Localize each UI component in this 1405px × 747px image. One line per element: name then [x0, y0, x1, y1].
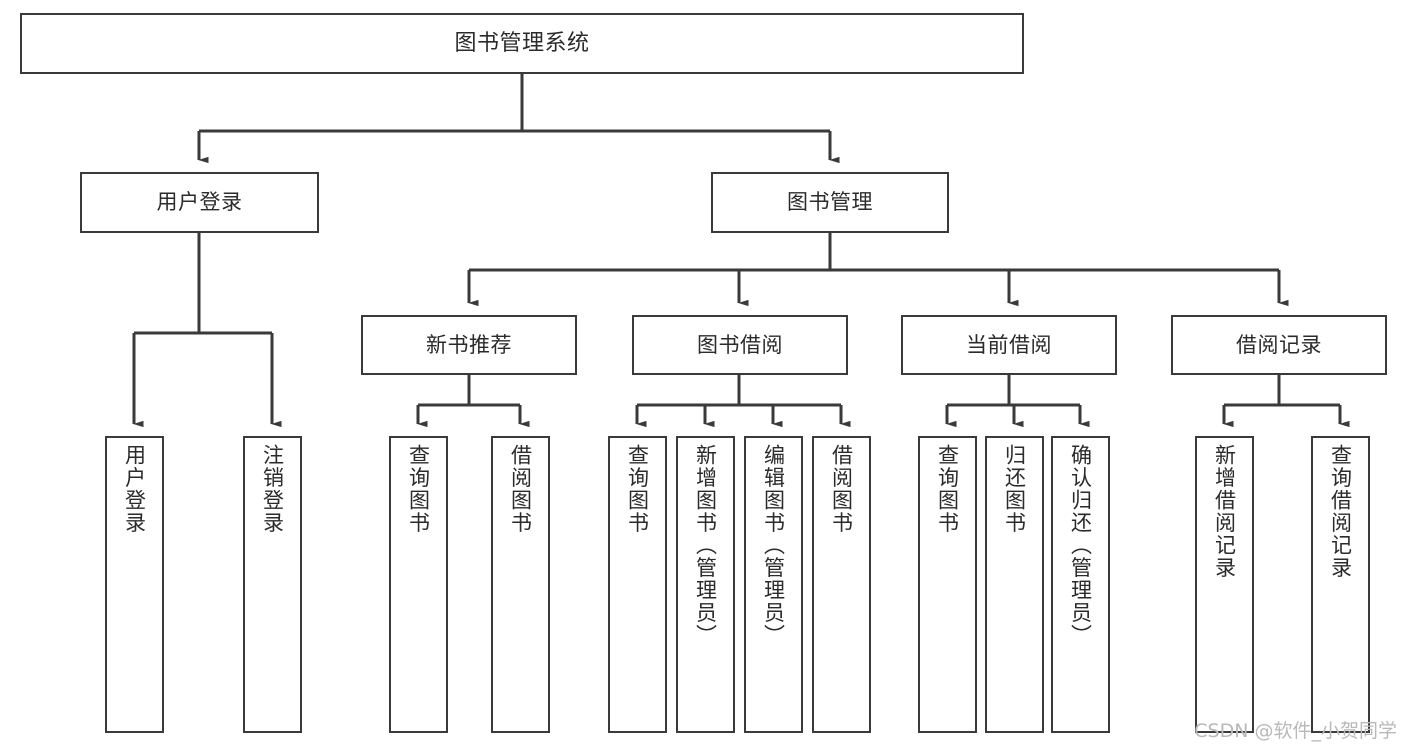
leaf-logout-login[interactable]: 注销登录 — [243, 436, 302, 733]
leaf-borrow-borrow-books[interactable]: 借阅图书 — [812, 436, 871, 733]
node-borrow-record[interactable]: 借阅记录 — [1171, 315, 1387, 375]
node-label: 查询图书 — [625, 444, 650, 534]
node-book-borrow[interactable]: 图书借阅 — [632, 315, 848, 375]
node-label: 图书管理系统 — [454, 30, 590, 56]
node-label: 图书借阅 — [697, 332, 783, 357]
node-label: 编辑图书（管理员） — [761, 444, 786, 647]
node-label: 查询借阅记录 — [1328, 444, 1353, 579]
node-label: 用户登录 — [122, 444, 147, 534]
node-label: 用户登录 — [156, 190, 243, 215]
node-label: 确认归还（管理员） — [1068, 444, 1093, 647]
node-new-book-recommend[interactable]: 新书推荐 — [361, 315, 577, 375]
node-label: 新增图书（管理员） — [693, 444, 718, 647]
node-root-book-management-system[interactable]: 图书管理系统 — [20, 13, 1024, 74]
leaf-record-add-borrow-record[interactable]: 新增借阅记录 — [1195, 436, 1254, 733]
leaf-user-login[interactable]: 用户登录 — [105, 436, 164, 733]
node-label: 借阅图书 — [508, 444, 533, 534]
node-label: 新书推荐 — [426, 332, 512, 357]
node-user-login[interactable]: 用户登录 — [80, 172, 319, 233]
node-label: 查询图书 — [935, 444, 960, 534]
leaf-current-query-books[interactable]: 查询图书 — [918, 436, 977, 733]
leaf-current-confirm-return-admin[interactable]: 确认归还（管理员） — [1051, 436, 1110, 733]
node-label: 新增借阅记录 — [1212, 444, 1237, 579]
node-label: 归还图书 — [1002, 444, 1027, 534]
node-current-borrow[interactable]: 当前借阅 — [901, 315, 1117, 375]
node-label: 借阅图书 — [829, 444, 854, 534]
leaf-borrow-query-books[interactable]: 查询图书 — [608, 436, 667, 733]
watermark: CSDN @软件_小贺同学 — [1194, 720, 1397, 742]
node-label: 注销登录 — [260, 444, 285, 534]
node-label: 查询图书 — [406, 444, 431, 534]
leaf-current-return-books[interactable]: 归还图书 — [985, 436, 1044, 733]
node-label: 图书管理 — [787, 190, 873, 215]
leaf-new-book-query-books[interactable]: 查询图书 — [389, 436, 448, 733]
node-book-management[interactable]: 图书管理 — [711, 172, 949, 233]
leaf-borrow-add-book-admin[interactable]: 新增图书（管理员） — [676, 436, 735, 733]
leaf-record-query-borrow-record[interactable]: 查询借阅记录 — [1311, 436, 1370, 733]
node-label: 借阅记录 — [1236, 332, 1322, 357]
leaf-new-book-borrow-books[interactable]: 借阅图书 — [491, 436, 550, 733]
node-label: 当前借阅 — [966, 332, 1052, 357]
leaf-borrow-edit-book-admin[interactable]: 编辑图书（管理员） — [744, 436, 803, 733]
